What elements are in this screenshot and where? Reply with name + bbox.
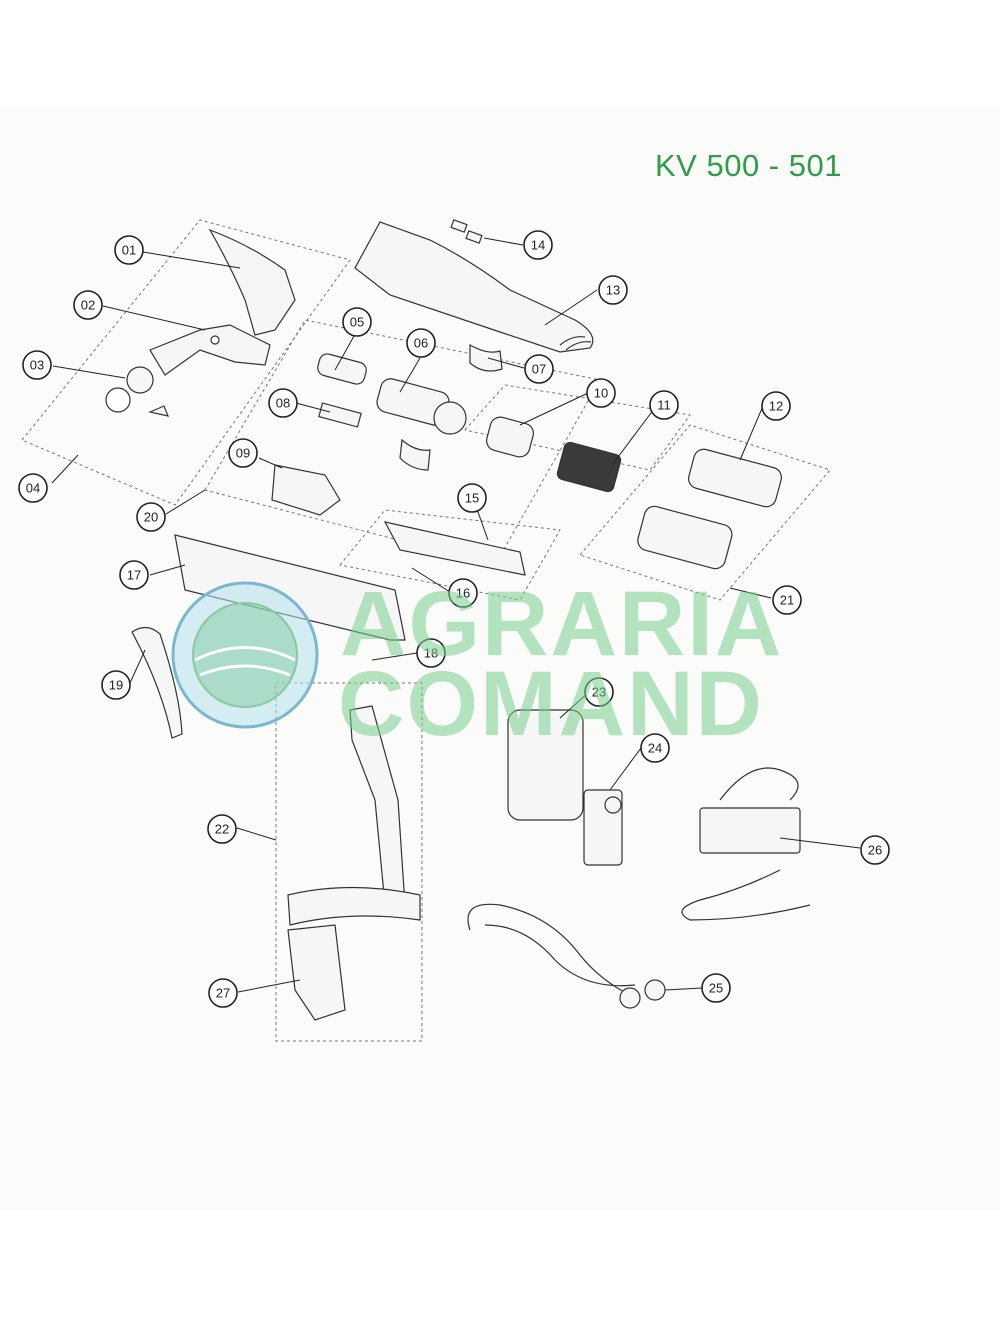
callout-circle-22 bbox=[207, 814, 237, 844]
part-14-screw bbox=[450, 219, 468, 233]
callout-label-18: 18 bbox=[424, 646, 438, 661]
callout-circle-08 bbox=[268, 388, 298, 418]
callout-circle-01 bbox=[114, 235, 144, 265]
part-26-charger bbox=[699, 807, 801, 854]
callout-label-11: 11 bbox=[657, 398, 671, 413]
part-11-motor bbox=[556, 441, 622, 493]
callout-label-27: 27 bbox=[216, 986, 230, 1001]
callout-group: 01 02 03 04 05 06 07 08 09 10 11 12 13 14 15 16 17 18 19 20… bbox=[18, 230, 890, 1008]
callout-circle-25 bbox=[701, 973, 731, 1003]
callout-circle-04 bbox=[18, 473, 48, 503]
part-13-housing bbox=[354, 221, 594, 353]
callout-circle-23 bbox=[584, 677, 614, 707]
part-17-rail bbox=[174, 534, 406, 641]
part-12-housing bbox=[688, 448, 782, 508]
callout-label-21: 21 bbox=[780, 593, 794, 608]
part-drawings bbox=[105, 219, 811, 1021]
callout-label-26: 26 bbox=[868, 843, 882, 858]
part-05-shaft bbox=[317, 353, 367, 385]
callout-circle-10 bbox=[586, 378, 616, 408]
callout-label-14: 14 bbox=[531, 238, 545, 253]
callout-label-01: 01 bbox=[122, 243, 136, 258]
callout-label-04: 04 bbox=[26, 481, 40, 496]
callout-label-25: 25 bbox=[709, 981, 723, 996]
group-22-outline bbox=[275, 682, 423, 1042]
part-23-battery bbox=[507, 709, 584, 821]
callout-label-17: 17 bbox=[127, 568, 141, 583]
callout-circle-09 bbox=[228, 438, 258, 468]
callout-label-24: 24 bbox=[648, 741, 662, 756]
group-21-outline bbox=[579, 424, 831, 601]
callout-label-08: 08 bbox=[276, 396, 290, 411]
watermark-line-2: COMAND bbox=[338, 653, 764, 755]
callout-circle-17 bbox=[119, 560, 149, 590]
callout-circle-05 bbox=[342, 307, 372, 337]
part-03-gear bbox=[126, 366, 154, 394]
callout-label-23: 23 bbox=[592, 685, 606, 700]
part-09-bracket bbox=[469, 343, 503, 372]
part-10-cylinder bbox=[485, 416, 535, 458]
callout-label-09: 09 bbox=[236, 446, 250, 461]
callout-label-22: 22 bbox=[215, 822, 229, 837]
callout-label-19: 19 bbox=[109, 678, 123, 693]
callout-label-02: 02 bbox=[81, 298, 95, 313]
part-26-cable bbox=[681, 767, 811, 921]
callout-label-03: 03 bbox=[30, 358, 44, 373]
callout-circle-03 bbox=[22, 350, 52, 380]
callout-circle-06 bbox=[406, 328, 436, 358]
callout-label-07: 07 bbox=[532, 362, 546, 377]
callout-circle-11 bbox=[649, 390, 679, 420]
callout-label-10: 10 bbox=[594, 386, 608, 401]
model-title: KV 500 - 501 bbox=[655, 148, 842, 183]
part-02-counter-blade bbox=[149, 324, 271, 376]
callout-circle-14 bbox=[523, 230, 553, 260]
callout-label-16: 16 bbox=[456, 586, 470, 601]
callout-circle-27 bbox=[208, 978, 238, 1008]
group-04-outline bbox=[21, 219, 351, 506]
callout-circle-18 bbox=[416, 638, 446, 668]
callout-circle-16 bbox=[448, 578, 478, 608]
part-bracket-lower bbox=[399, 438, 431, 471]
part-15-frame bbox=[383, 521, 526, 576]
callout-label-20: 20 bbox=[144, 510, 158, 525]
callout-circle-12 bbox=[761, 391, 791, 421]
part-harness-belt bbox=[287, 886, 421, 926]
part-25-cable bbox=[467, 903, 636, 996]
callout-circle-15 bbox=[457, 483, 487, 513]
part-07-clip bbox=[271, 464, 341, 516]
callout-circle-02 bbox=[73, 290, 103, 320]
callout-circle-21 bbox=[772, 585, 802, 615]
callout-circle-24 bbox=[640, 733, 670, 763]
part-19-trigger bbox=[131, 626, 183, 739]
part-01-blade bbox=[208, 228, 296, 336]
agraria-stamp-logo bbox=[171, 581, 319, 729]
callout-label-15: 15 bbox=[465, 491, 479, 506]
callout-label-13: 13 bbox=[606, 283, 620, 298]
callout-label-06: 06 bbox=[414, 336, 428, 351]
part-27-holster bbox=[287, 924, 346, 1021]
callout-circle-19 bbox=[101, 670, 131, 700]
watermark-line-1: AGRARIA bbox=[340, 573, 784, 675]
callout-label-05: 05 bbox=[350, 315, 364, 330]
callout-circle-20 bbox=[136, 502, 166, 532]
callout-label-12: 12 bbox=[769, 399, 783, 414]
callout-circle-13 bbox=[598, 275, 628, 305]
callout-circle-26 bbox=[860, 835, 890, 865]
group-15-outline bbox=[339, 509, 561, 601]
callout-circle-07 bbox=[524, 354, 554, 384]
part-21-assembly bbox=[637, 505, 733, 570]
part-06-block bbox=[318, 402, 362, 428]
